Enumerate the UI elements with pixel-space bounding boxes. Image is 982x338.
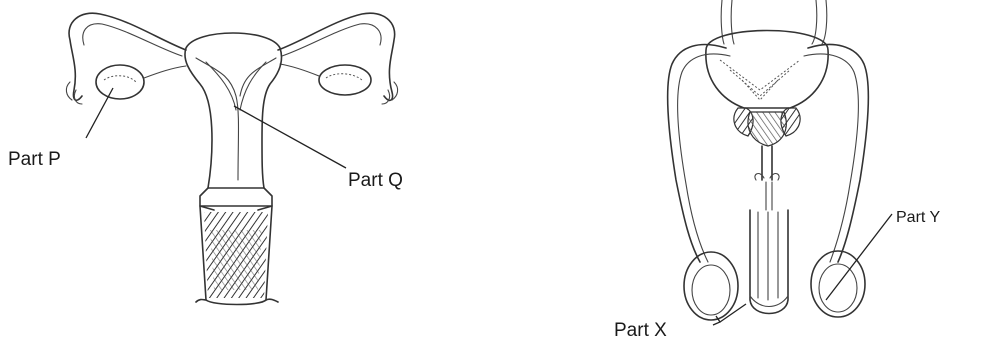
prostate-gland [748, 112, 786, 146]
leader-line-q [234, 106, 346, 168]
penis [750, 210, 788, 314]
leader-line-y [826, 214, 892, 300]
label-part-x: Part X [614, 320, 667, 338]
left-ovary [96, 65, 144, 99]
label-part-y: Part Y [896, 209, 941, 226]
right-vas-deferens [808, 45, 868, 262]
female-reproductive-system: Part P Part Q [8, 13, 403, 304]
label-part-p: Part P [8, 149, 61, 170]
left-vas-deferens [668, 45, 726, 262]
right-ovary [319, 65, 371, 95]
leader-line-p [86, 88, 113, 138]
right-fallopian-tube [278, 13, 395, 100]
urethra [762, 146, 772, 180]
label-part-q: Part Q [348, 170, 403, 191]
uterus [185, 33, 282, 188]
male-reproductive-system: Part X Part Y [614, 0, 941, 338]
bladder [706, 31, 828, 109]
uterine-cavity [196, 58, 276, 180]
left-fallopian-tube [69, 13, 186, 100]
